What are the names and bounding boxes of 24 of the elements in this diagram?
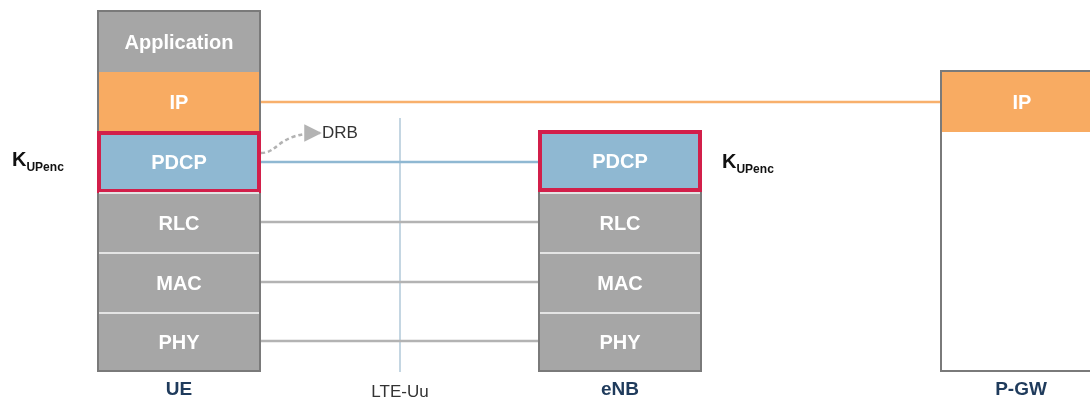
connector-line (259, 220, 540, 224)
protocol-layer: PHY (99, 312, 259, 370)
protocol-layer: PDCP (97, 131, 261, 193)
bearer-label: DRB (322, 120, 372, 146)
key-label: K$_{UPenc}$ (722, 150, 774, 176)
protocol-layer: IP (99, 72, 259, 132)
connector-line (261, 160, 538, 164)
protocol-layer: RLC (99, 192, 259, 252)
node-name: eNB (600, 378, 640, 400)
protocol-layer: PDCP (538, 130, 702, 192)
protocol-layer: Application (99, 12, 259, 72)
connector-line (259, 280, 540, 284)
protocol-layer: IP (942, 72, 1090, 132)
protocol-layer: RLC (540, 192, 700, 252)
arrow (260, 124, 322, 155)
key-label: K$_{UPenc}$ (12, 148, 64, 174)
node-name: P-GW (994, 378, 1048, 400)
protocol-layer: PHY (540, 312, 700, 370)
node-name: UE (164, 378, 194, 400)
connector-line (259, 339, 540, 343)
interface-label: LTE-Uu (370, 382, 430, 402)
connector-line (259, 100, 942, 104)
protocol-layer: MAC (99, 252, 259, 312)
protocol-layer: MAC (540, 252, 700, 312)
